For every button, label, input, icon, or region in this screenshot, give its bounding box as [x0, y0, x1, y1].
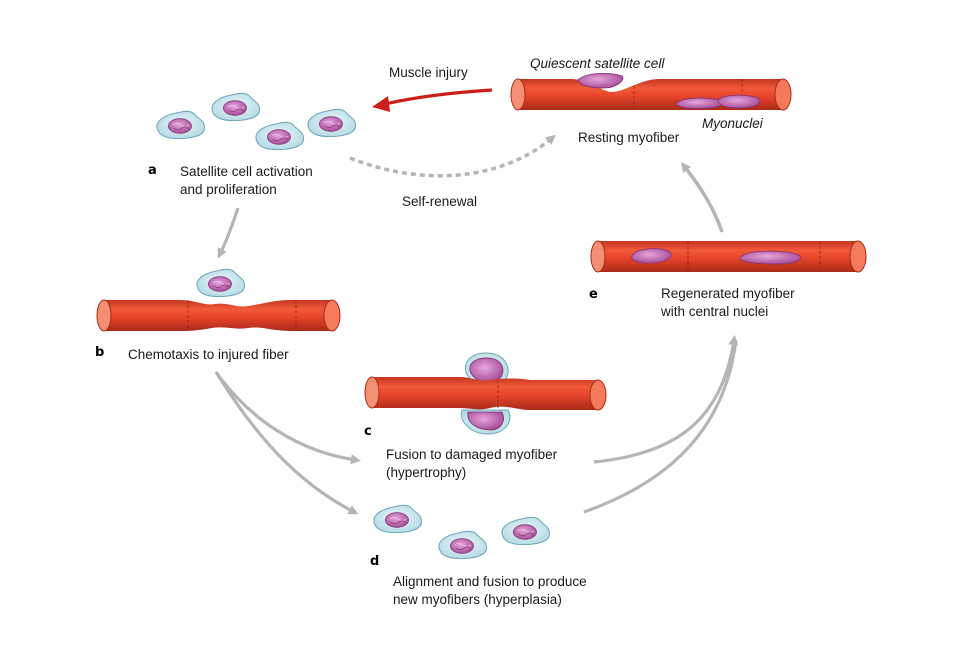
- self-renewal-label: Self-renewal: [402, 194, 478, 209]
- step-letter-b: b: [95, 345, 105, 360]
- arrow-e-to-resting: [680, 162, 724, 233]
- step-a-line1: Satellite cell activation: [180, 164, 313, 179]
- quiescent-satellite-cell-shape: [577, 72, 624, 89]
- arrow-d-to-e: [583, 339, 738, 514]
- central-nucleus-1: [631, 248, 672, 264]
- arrow-a-to-b: [217, 207, 240, 259]
- central-nucleus-2: [739, 250, 801, 265]
- aligning-cells: [373, 504, 551, 560]
- proliferating-cells: [156, 92, 357, 151]
- step-c-line1: Fusion to damaged myofiber: [386, 447, 558, 462]
- muscle-injury-label: Muscle injury: [389, 65, 468, 80]
- step-b-label: Chemotaxis to injured fiber: [128, 347, 289, 362]
- resting-myofiber-label: Resting myofiber: [578, 130, 680, 145]
- chemotaxis-fiber: [96, 268, 341, 332]
- myonuclei-label: Myonuclei: [702, 116, 763, 131]
- step-d-line1: Alignment and fusion to produce: [393, 574, 587, 589]
- myonucleus-2: [717, 94, 761, 109]
- arrow-b-to-c: [214, 371, 361, 465]
- fusion-damaged-fiber: [364, 352, 607, 435]
- muscle-injury-arrow: [372, 88, 493, 112]
- step-letter-d: d: [370, 554, 380, 569]
- step-d-line2: new myofibers (hyperplasia): [393, 592, 562, 607]
- arrow-c-to-e: [593, 335, 739, 464]
- arrow-b-to-d: [214, 371, 359, 515]
- self-renewal-arrow: [349, 134, 556, 178]
- step-letter-a: a: [148, 163, 157, 178]
- step-e-line2: with central nuclei: [661, 304, 769, 319]
- step-letter-c: c: [364, 424, 372, 439]
- resting-myofiber: [510, 72, 792, 111]
- step-a-line2: and proliferation: [180, 182, 277, 197]
- step-letter-e: e: [589, 287, 598, 302]
- step-e-line1: Regenerated myofiber: [661, 286, 795, 301]
- step-c-line2: (hypertrophy): [386, 465, 467, 480]
- regenerated-myofiber: [590, 240, 867, 273]
- quiescent-satellite-cell-label: Quiescent satellite cell: [530, 56, 665, 71]
